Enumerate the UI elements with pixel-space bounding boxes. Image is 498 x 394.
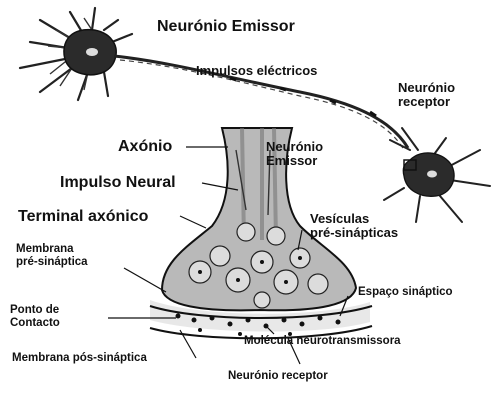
label-receptor-bottom: Neurónio receptor bbox=[228, 370, 328, 383]
label-vesicles: Vesículas pré-sinápticas bbox=[310, 212, 398, 241]
label-post-membrane: Membrana pós-sináptica bbox=[12, 352, 147, 365]
label-neurotransmitter: Molécula neurotransmissora bbox=[244, 335, 401, 348]
label-synaptic-space: Espaço sináptico bbox=[358, 286, 453, 299]
label-electric-impulses: Impulsos eléctricos bbox=[196, 64, 317, 78]
label-contact-point: Ponto de Contacto bbox=[10, 304, 60, 329]
label-axon-terminal: Terminal axónico bbox=[18, 208, 148, 226]
emitter-neuron-cell bbox=[20, 8, 132, 100]
receptor-neuron-cell bbox=[384, 128, 490, 222]
label-pre-membrane: Membrana pré-sináptica bbox=[16, 243, 88, 268]
label-neural-impulse: Impulso Neural bbox=[60, 174, 176, 192]
label-emitter-top: Neurónio Emissor bbox=[157, 18, 295, 36]
label-axon: Axónio bbox=[118, 138, 172, 156]
label-receptor-right: Neurónio receptor bbox=[398, 81, 455, 110]
label-emitter-mid: Neurónio Emissor bbox=[266, 140, 323, 169]
